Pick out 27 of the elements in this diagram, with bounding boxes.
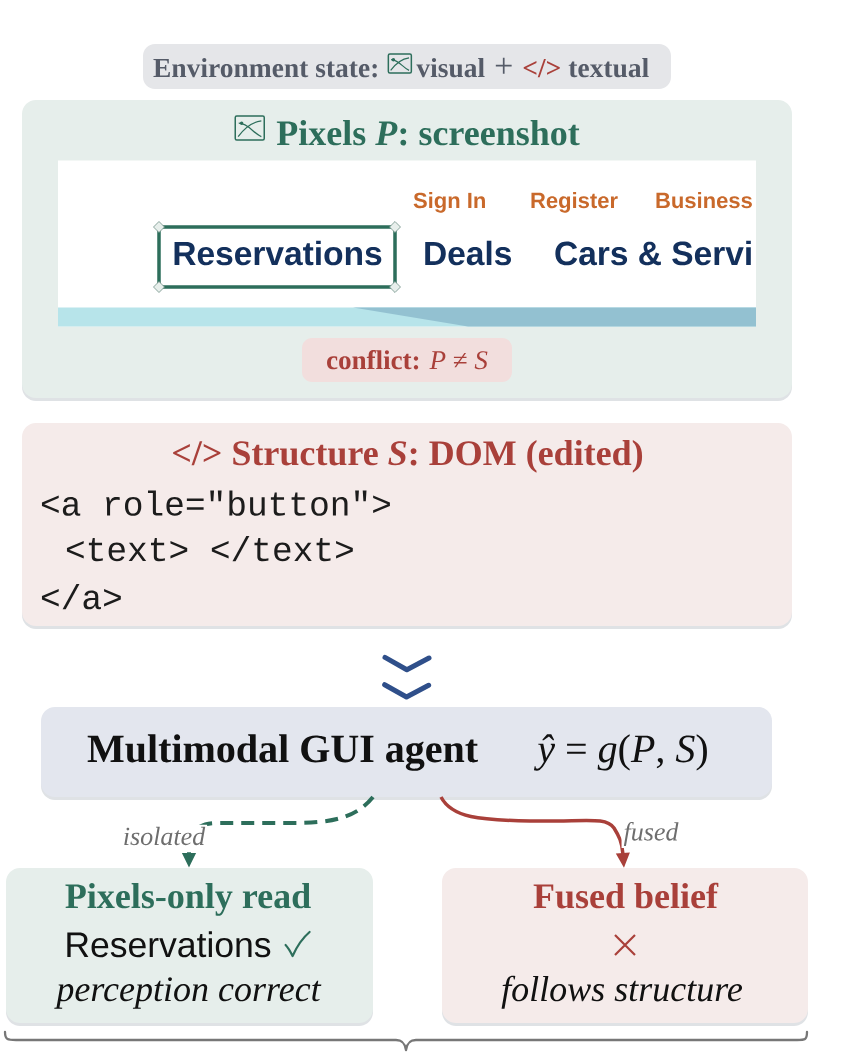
- plus-sign: +: [495, 57, 512, 74]
- panel-title: Pixels P: screenshot: [276, 120, 580, 146]
- code-line: </a>: [41, 584, 121, 610]
- menu-link: Sign In: [413, 192, 485, 213]
- result-note: follows structure: [501, 975, 743, 1009]
- result-title: Fused belief: [533, 882, 719, 909]
- edge-label: isolated: [120, 824, 208, 848]
- badge-label: visual: [416, 57, 485, 78]
- menu-link: Business: [656, 192, 752, 209]
- result-text: Reservations: [67, 931, 271, 958]
- result-note: perception correct: [54, 977, 322, 1009]
- badge: conflict: P ≠ S: [302, 338, 512, 382]
- highlight-box: Reservations: [153, 221, 401, 293]
- result-title: Pixels-only read: [65, 883, 311, 916]
- nav-link: Deals: [425, 240, 511, 266]
- edge-label: fused: [621, 820, 681, 848]
- badge-label: textual: [568, 57, 649, 78]
- code-line: <a role="button">: [41, 490, 390, 516]
- agent-label: Multimodal GUI agent: [87, 734, 478, 771]
- menu-link: Register: [531, 192, 618, 213]
- formula: ŷ = g(P, S): [533, 734, 707, 771]
- badge-label: Environment state:: [153, 57, 377, 78]
- nav-link: Cars & Servi: [555, 240, 751, 266]
- panel-title: </> Structure S: DOM (edited): [173, 440, 643, 473]
- double-chevron: [382, 654, 432, 700]
- code-line: <text> </text>: [66, 536, 353, 562]
- code-symbol: </>: [523, 58, 560, 78]
